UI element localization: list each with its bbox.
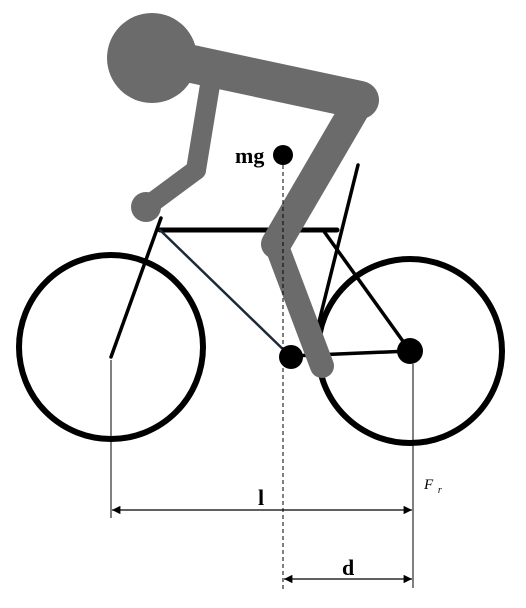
weight-label: mg bbox=[235, 143, 264, 168]
wheels bbox=[16, 252, 505, 446]
wheelbase-label: l bbox=[258, 485, 264, 510]
cg-offset-label: d bbox=[342, 555, 354, 580]
rider-hand bbox=[131, 192, 161, 222]
rider bbox=[107, 13, 379, 378]
down-tube bbox=[158, 228, 293, 359]
rider-head bbox=[107, 13, 197, 103]
fork bbox=[109, 216, 163, 359]
rear-hub bbox=[397, 338, 423, 364]
extension-lines bbox=[110, 360, 414, 588]
seat-stay bbox=[321, 228, 412, 353]
rear-force-label: F r bbox=[423, 477, 442, 496]
rear-force-subscript-label: r bbox=[438, 485, 442, 496]
bicycle-frame bbox=[109, 163, 412, 359]
bottom-bracket bbox=[279, 345, 303, 369]
rear-force-main-label: F bbox=[423, 477, 434, 493]
rider-upper-arm bbox=[186, 75, 220, 180]
center-of-mass-dot bbox=[273, 145, 293, 165]
rider-shin bbox=[264, 232, 334, 378]
rider-thigh bbox=[261, 85, 375, 259]
